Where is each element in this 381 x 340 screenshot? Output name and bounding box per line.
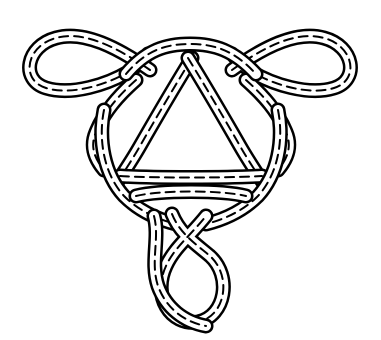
triangle-base-strand [120,176,262,178]
ring-bottom-strand [136,192,246,197]
ring-right-strand [206,110,280,224]
ring-left-strand [102,110,176,224]
